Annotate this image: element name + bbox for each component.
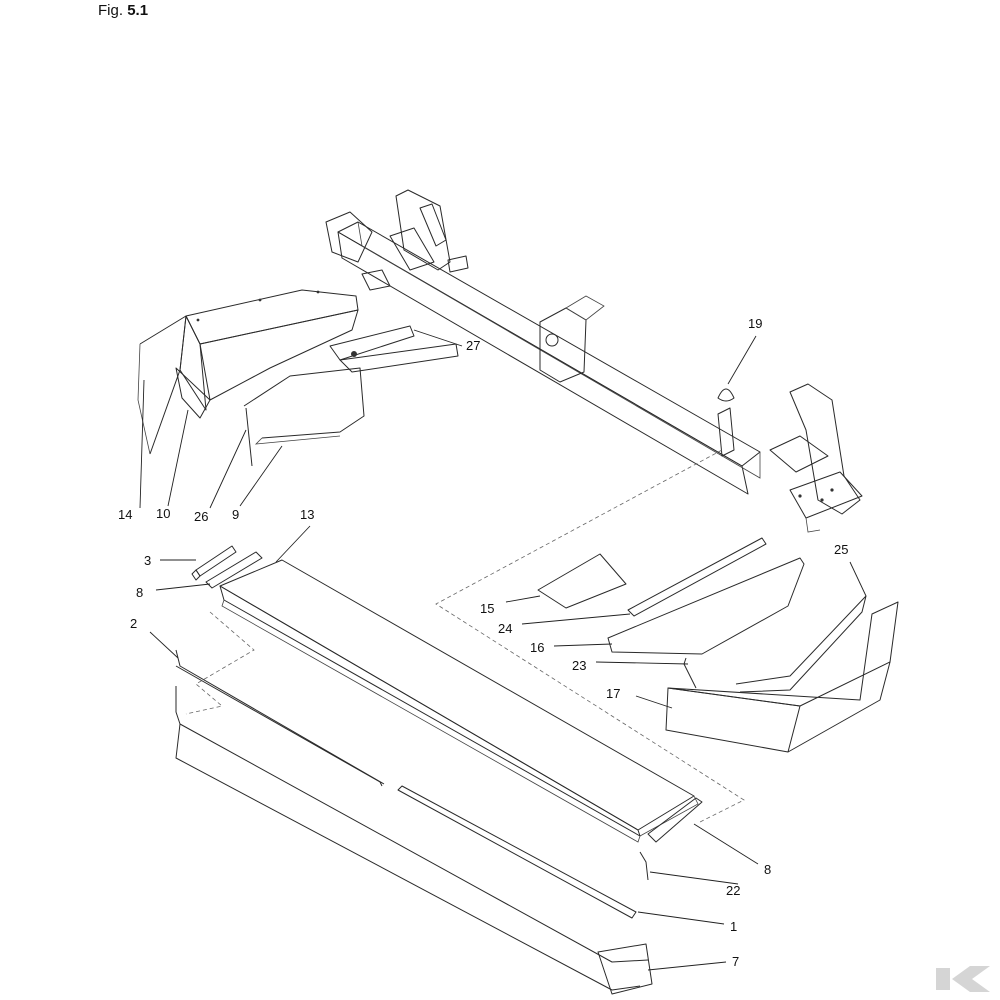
k-logo-icon (936, 966, 990, 992)
part-17-guard (665, 601, 899, 753)
callout-3: 3 (144, 553, 151, 568)
callout-7: 7 (732, 954, 739, 969)
callout-labels: 14 10 26 9 13 27 19 3 8 2 25 15 24 16 23… (118, 316, 848, 969)
part-8-bracket-right (647, 797, 703, 843)
callout-9: 9 (232, 507, 239, 522)
left-guard-assembly (137, 289, 459, 467)
assembly-dashed-lines (185, 449, 745, 823)
part-3-bracket (191, 545, 237, 581)
part-13-top-cover (219, 559, 699, 843)
part-24-strip (627, 537, 767, 617)
leader-lines (139, 329, 867, 971)
callout-19: 19 (748, 316, 762, 331)
callout-22: 22 (726, 883, 740, 898)
figure-title: Fig. 5.1 (98, 2, 148, 19)
callout-23: 23 (572, 658, 586, 673)
part-8-bracket-left (205, 551, 263, 589)
figure-prefix: Fig. (98, 2, 124, 19)
callout-24: 24 (498, 621, 512, 636)
part-16-panel (607, 557, 805, 655)
callout-25: 25 (834, 542, 848, 557)
callout-17: 17 (606, 686, 620, 701)
callout-16: 16 (530, 640, 544, 655)
part-23-bolt (683, 657, 697, 689)
figure-number: 5.1 (127, 2, 149, 19)
callout-13: 13 (300, 507, 314, 522)
part-19-cap (717, 388, 735, 402)
callout-15: 15 (480, 601, 494, 616)
callout-26: 26 (194, 509, 208, 524)
callout-2: 2 (130, 616, 137, 631)
callout-8-lower: 8 (764, 862, 771, 877)
callout-14: 14 (118, 507, 132, 522)
callout-8-upper: 8 (136, 585, 143, 600)
main-frame (325, 189, 863, 533)
callout-1: 1 (730, 919, 737, 934)
part-25-bracket (735, 595, 867, 693)
part-2-strip (175, 649, 385, 787)
part-1-strip (397, 785, 637, 919)
part-7-skirt (175, 686, 653, 995)
callout-27: 27 (466, 338, 480, 353)
part-15-plate (537, 553, 627, 609)
callout-10: 10 (156, 506, 170, 521)
part-22-pin (639, 851, 649, 881)
